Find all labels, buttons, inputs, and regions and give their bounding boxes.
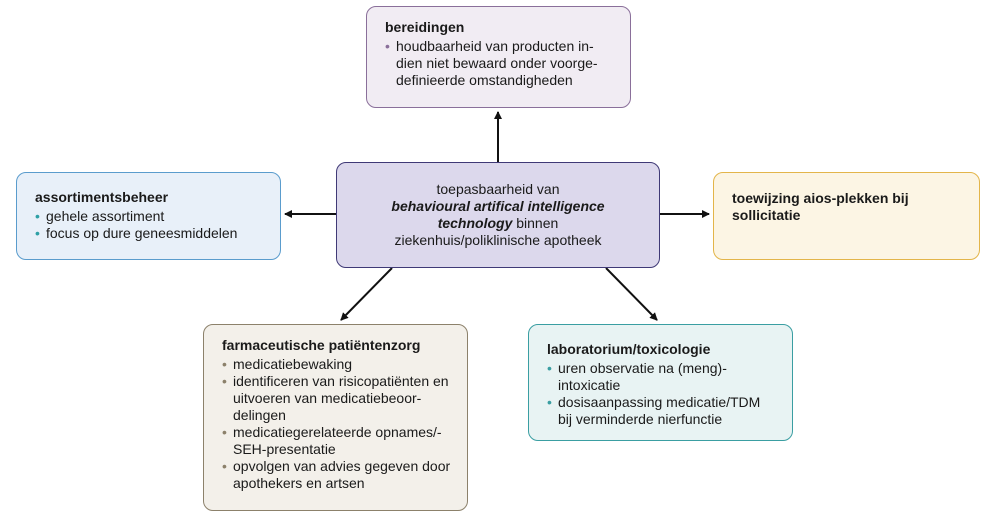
box-toewijzing: toewijzing aios-plekken bij sollicitatie bbox=[713, 172, 980, 260]
item-list: •uren observatie na (meng)-intoxicatie •… bbox=[547, 360, 778, 428]
center-line-1: toepasbaarheid van bbox=[436, 181, 560, 197]
box-title: toewijzing aios-plekken bij sollicitatie bbox=[732, 190, 909, 223]
arrow-to-bottom-left bbox=[340, 267, 393, 321]
bullet-icon: • bbox=[385, 38, 390, 54]
bullet-icon: • bbox=[35, 208, 40, 224]
bullet-icon: • bbox=[547, 394, 552, 410]
box-bereidingen: bereidingen •houdbaarheid van producten … bbox=[366, 6, 631, 108]
bullet-icon: • bbox=[222, 458, 227, 474]
list-item: •dosisaanpassing medicatie/TDM bij vermi… bbox=[547, 394, 761, 427]
list-item: •uren observatie na (meng)-intoxicatie bbox=[547, 360, 727, 393]
bullet-icon: • bbox=[222, 424, 227, 440]
list-item: •medicatiebewaking bbox=[222, 356, 353, 372]
item-list: •medicatiebewaking •identificeren van ri… bbox=[222, 356, 453, 492]
box-title: farmaceutische patiëntenzorg bbox=[222, 337, 421, 353]
box-laboratorium-toxicologie: laboratorium/toxicologie •uren observati… bbox=[528, 324, 793, 441]
center-line-2: behavioural artifical intelligence bbox=[391, 198, 605, 214]
list-item: •medicatiegerelateerde opnames/-SEH-pres… bbox=[222, 424, 442, 457]
box-center-topic: toepasbaarheid van behavioural artifical… bbox=[336, 162, 660, 268]
item-list: •houdbaarheid van producten in-dien niet… bbox=[385, 38, 616, 89]
box-assortimentsbeheer: assortimentsbeheer •gehele assortiment •… bbox=[16, 172, 281, 260]
bullet-icon: • bbox=[35, 225, 40, 241]
list-item: •houdbaarheid van producten in-dien niet… bbox=[385, 38, 598, 88]
box-farmaceutische-patientenzorg: farmaceutische patiëntenzorg •medicatieb… bbox=[203, 324, 468, 511]
bullet-icon: • bbox=[547, 360, 552, 376]
bullet-icon: • bbox=[222, 356, 227, 372]
box-title: laboratorium/toxicologie bbox=[547, 341, 711, 357]
list-item: •gehele assortiment bbox=[35, 208, 165, 224]
list-item: •identificeren van risicopatiënten en ui… bbox=[222, 373, 449, 423]
box-title: assortimentsbeheer bbox=[35, 189, 169, 205]
center-line-4: ziekenhuis/poliklinische apotheek bbox=[394, 232, 602, 248]
list-item: •opvolgen van advies gegeven door apothe… bbox=[222, 458, 451, 491]
box-title: bereidingen bbox=[385, 19, 465, 35]
arrow-to-bottom-right bbox=[605, 267, 658, 321]
center-line-3: technology binnen bbox=[437, 215, 559, 231]
list-item: •focus op dure geneesmiddelen bbox=[35, 225, 238, 241]
bullet-icon: • bbox=[222, 373, 227, 389]
item-list: •gehele assortiment •focus op dure genee… bbox=[35, 208, 266, 242]
